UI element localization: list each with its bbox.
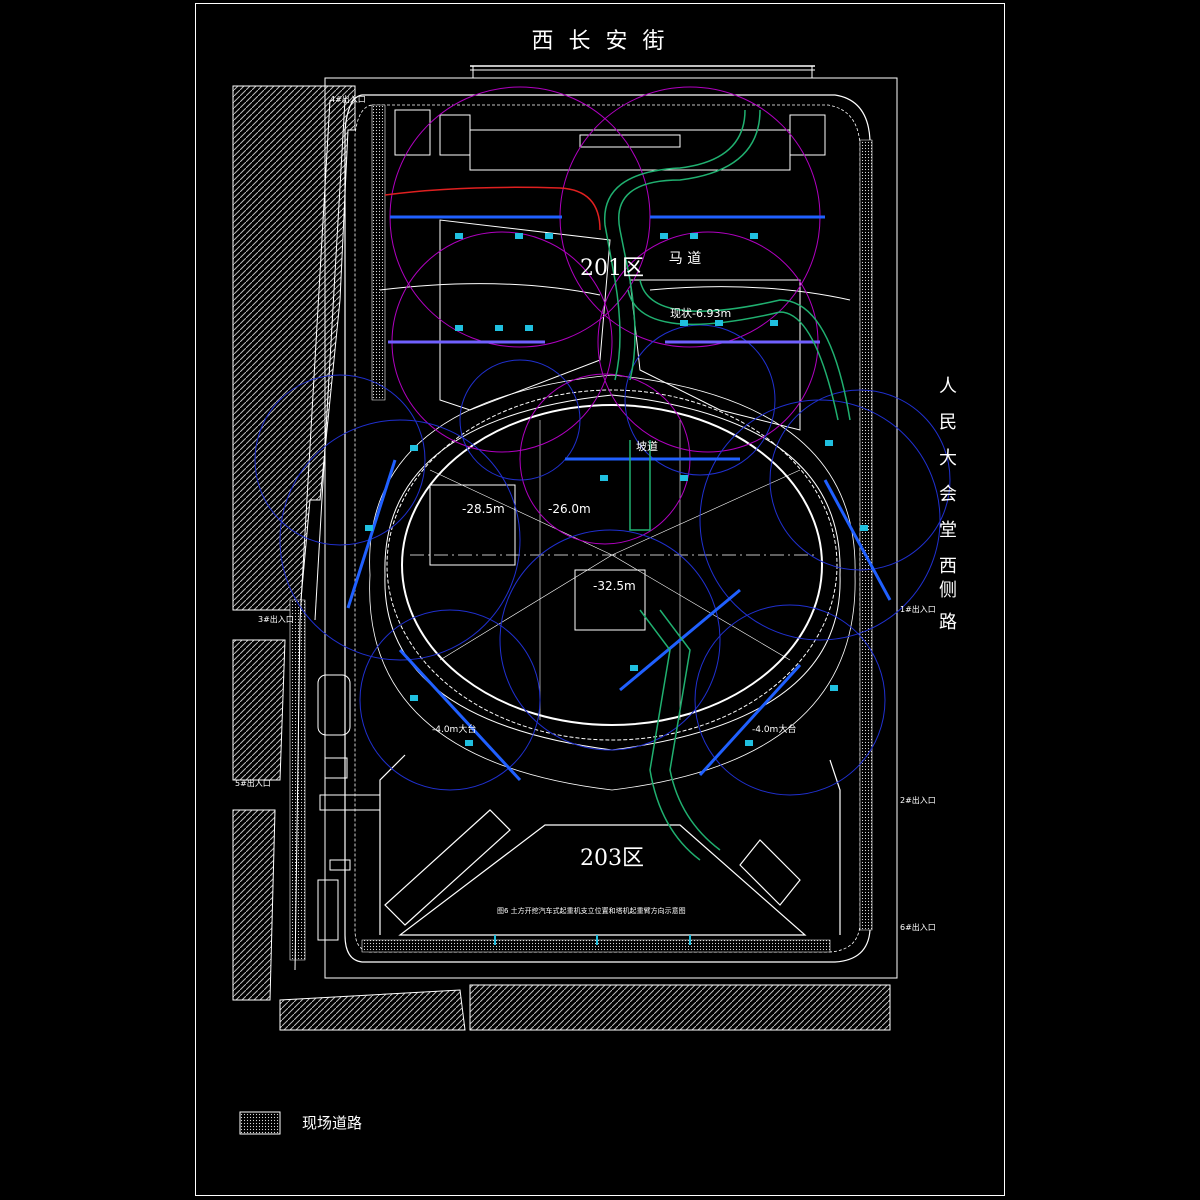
south-buildings (279, 984, 891, 1031)
site-road (289, 104, 873, 961)
east-street-char: 堂 (939, 520, 957, 541)
zone-201-label: 201区 (580, 256, 644, 281)
east-street-char: 侧 (939, 580, 957, 601)
entrance-west-2: 5#出入口 (235, 778, 271, 788)
north-street-edge (470, 65, 815, 78)
south-markers (494, 935, 691, 945)
ramps-green (604, 109, 851, 861)
platform-left: -4.0m大台 (432, 723, 476, 735)
east-street-char: 路 (939, 612, 957, 633)
east-street-char: 会 (939, 484, 957, 505)
elevation-c: -32.5m (593, 579, 636, 593)
tower-crane-jibs (346, 215, 892, 782)
red-boundary-line (384, 186, 601, 231)
horse-road-label: 马 道 (669, 251, 701, 267)
drawing-frame (195, 3, 1005, 1196)
ramp-label: 坡道 (636, 439, 658, 453)
east-street-char: 大 (939, 448, 957, 469)
elevation-a: -28.5m (462, 502, 505, 516)
entrance-east-2: 2#出入口 (900, 795, 936, 805)
east-street-char: 西 (939, 556, 957, 577)
zone-203-label: 203区 (580, 846, 644, 871)
west-road (294, 99, 346, 971)
zone-201-outline (379, 219, 851, 431)
elevation-b: -26.0m (548, 502, 591, 516)
east-street-char: 人 (939, 376, 957, 397)
mobile-cranes (365, 233, 868, 746)
figure-caption: 图6 土方开挖汽车式起重机支立位置和塔机起重臂方向示意图 (497, 906, 686, 915)
east-street-label: 人 民 大 会 堂 西 侧 路 (939, 376, 957, 633)
site-boundary (324, 77, 898, 979)
platform-right: -4.0m大台 (752, 723, 796, 735)
elevation-current: 现状-6.93m (670, 306, 731, 320)
entrance-north: 4#出入口 (330, 94, 366, 104)
zone-203-outline (379, 754, 841, 936)
entrance-west-1: 3#出入口 (258, 614, 294, 624)
west-facilities (317, 674, 381, 941)
main-pit (369, 374, 856, 791)
legend-swatch (239, 1111, 281, 1135)
entrance-east-1: 1#出入口 (900, 604, 936, 614)
legend-label: 现场道路 (302, 1114, 363, 1132)
east-street-char: 民 (939, 412, 957, 433)
entrance-east-3: 6#出入口 (900, 922, 936, 932)
north-facilities (394, 109, 826, 171)
north-street-label: 西 长 安 街 (532, 29, 669, 54)
